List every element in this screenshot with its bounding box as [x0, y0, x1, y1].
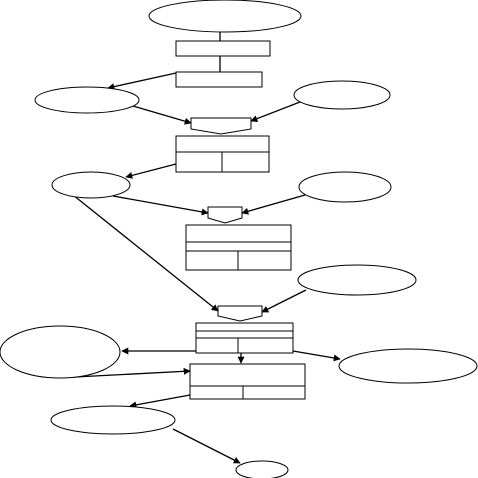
- ellipse-right-3-shape: [297, 264, 417, 296]
- ellipse-right-4: [338, 348, 478, 384]
- ellipse-left-1-shape: [34, 86, 140, 114]
- edge-table4-to-bottom: [129, 394, 191, 409]
- edge-right2-to-tab2: [241, 194, 306, 215]
- decision-tab-2: [207, 206, 243, 224]
- edge-left2-to-tab3: [72, 194, 219, 312]
- ellipse-bottom: [50, 405, 176, 435]
- ellipse-start-shape: [148, 0, 302, 33]
- ellipse-right-1: [293, 80, 391, 110]
- process-box-1: [175, 40, 271, 57]
- ellipse-right-3: [297, 264, 417, 296]
- process-box-2-shape: [175, 71, 263, 88]
- process-box-2: [175, 71, 263, 88]
- edge-left1-to-tab1: [132, 105, 192, 125]
- ellipse-right-2: [298, 171, 392, 203]
- ellipse-left-2: [51, 171, 131, 199]
- edge-table1-to-left2: [125, 163, 177, 179]
- table-box-3: [195, 322, 294, 354]
- table-box-4: [189, 363, 306, 400]
- edges-layer: [72, 32, 341, 464]
- decision-tab-2-shape: [207, 206, 243, 224]
- ellipse-right-1-shape: [293, 80, 391, 110]
- decision-tab-3: [217, 305, 263, 322]
- process-box-1-shape: [175, 40, 271, 57]
- ellipse-left-2-shape: [51, 171, 131, 199]
- decision-tab-1: [190, 117, 252, 135]
- ellipse-end-shape: [235, 460, 289, 478]
- decision-tab-3-shape: [217, 305, 263, 322]
- ellipse-right-4-shape: [338, 348, 478, 384]
- edge-box2-to-left1: [107, 72, 177, 91]
- ellipse-end: [235, 460, 289, 478]
- edge-table3-to-right4: [292, 350, 341, 362]
- edge-right1-to-tab1: [250, 101, 301, 122]
- ellipse-left-3-shape: [0, 325, 121, 379]
- table-box-4-shape: [189, 363, 306, 400]
- edge-left3-to-table4: [74, 367, 191, 378]
- edge-right3-to-tab3: [261, 289, 307, 313]
- edge-bottom-to-end: [172, 428, 241, 464]
- ellipse-bottom-shape: [50, 405, 176, 435]
- decision-tab-1-shape: [190, 117, 252, 135]
- ellipse-left-3: [0, 325, 121, 379]
- ellipse-right-2-shape: [298, 171, 392, 203]
- ellipse-start: [148, 0, 302, 33]
- ellipse-left-1: [34, 86, 140, 114]
- table-box-2: [185, 224, 292, 271]
- edge-left2-to-tab2: [112, 195, 209, 216]
- table-box-1: [175, 135, 270, 173]
